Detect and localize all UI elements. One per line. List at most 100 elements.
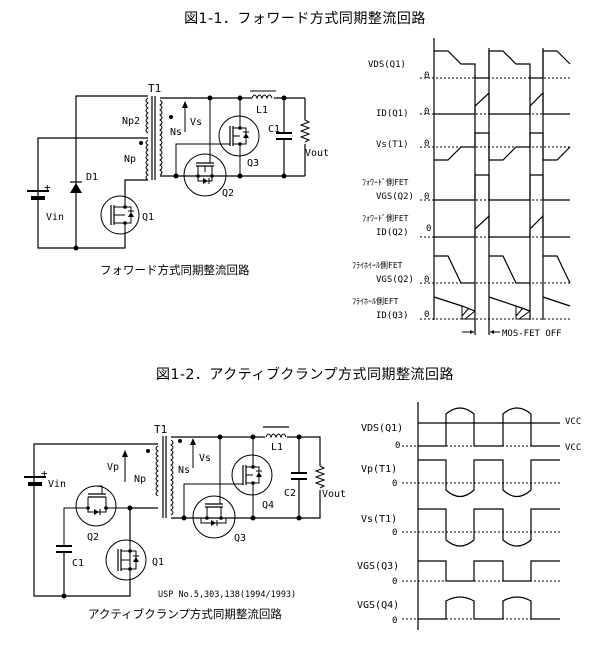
np2-wire <box>75 95 148 248</box>
q1-label: Q1 <box>142 212 154 223</box>
wave-label-vgs-q2: VGS(Q2) <box>376 192 414 202</box>
figure2-circuit-caption: アクティブクランプ方式同期整流回路 <box>88 607 282 621</box>
primary-winding-np <box>155 445 159 497</box>
waveform-id-q1 <box>434 91 570 115</box>
vs-arrowhead <box>190 438 196 445</box>
zero-label: 0 <box>426 224 431 234</box>
forward-circuit: T1 Np2 Np Ns Vs D1 <box>27 82 329 251</box>
wave-label-vgs-q2-flywheel: VGS(Q2) <box>376 275 414 285</box>
load-resistor <box>314 465 326 490</box>
capacitor-c1 <box>56 545 72 596</box>
q1-label: Q1 <box>152 557 164 568</box>
figure2-title: 図1-2．アクティブクランプ方式同期整流回路 <box>156 367 454 383</box>
vin-label: Vin <box>46 212 64 223</box>
vs-label: Vs <box>190 117 202 128</box>
waveform-vs-t1 <box>434 132 571 161</box>
secondary-winding-ns <box>170 439 174 516</box>
secondary-winding-ns <box>159 99 163 176</box>
zero-label: 0 <box>392 528 397 538</box>
q2-label: Q2 <box>87 532 99 543</box>
vin-label: Vin <box>48 479 66 490</box>
l1-label: L1 <box>256 105 268 116</box>
wave-label-vp-t1: Vp(T1) <box>361 464 397 475</box>
np-bottom-wire <box>124 179 148 198</box>
zero-label: 0 <box>424 71 429 81</box>
patent-note: USP No.5,303,138(1994/1993) <box>158 590 297 600</box>
waveform-vp-t1 <box>418 459 560 498</box>
wave-label-forward-fet: ﾌｫﾜｰﾄﾞ側FET <box>362 177 409 187</box>
np2-label: Np2 <box>122 116 140 127</box>
vcc-label-zero: VCC <box>565 443 581 453</box>
wave-label-vs-t1: Vs(T1) <box>376 140 409 150</box>
figure1-title: 図1-1．フォワード方式同期整流回路 <box>184 11 426 27</box>
wave-label-vds-q1: VDS(Q1) <box>368 60 406 70</box>
mosfet-q1 <box>100 195 140 235</box>
waveform-segment <box>489 255 530 284</box>
wave-label-id-q3: ID(Q3) <box>376 311 409 321</box>
primary-winding-np2 <box>145 97 149 134</box>
diode-d1 <box>70 181 82 193</box>
c1-label: C1 <box>72 558 84 569</box>
zero-label: 0 <box>392 616 397 626</box>
forward-waveforms: VDS(Q1) 0 ID(Q1) 0 Vs(T1) 0 ﾌｫﾜｰﾄﾞ側FET V… <box>352 38 571 339</box>
mosfet-q3 <box>175 98 260 176</box>
mosfet-q3 <box>184 437 253 539</box>
zero-label: 0 <box>424 275 429 285</box>
l1-label: L1 <box>271 442 283 453</box>
primary-winding-np <box>145 139 149 181</box>
vs-label: Vs <box>199 453 211 464</box>
primary-bottom-wire <box>129 507 158 540</box>
vin-plus: + <box>44 181 51 194</box>
q4-label: Q4 <box>262 500 274 511</box>
figure1-circuit-caption: フォワード方式同期整流回路 <box>100 263 250 277</box>
mosfet-q4 <box>183 437 273 518</box>
battery-vin <box>24 476 46 486</box>
waveform-vds-q1 <box>418 407 560 447</box>
active-clamp-circuit: T1 Vp Np Vs Ns + Vin <box>24 423 346 599</box>
battery-vin <box>27 186 49 200</box>
vin-loop-wire <box>33 443 158 597</box>
q3-label: Q3 <box>247 158 259 169</box>
capacitor-c2 <box>291 437 307 518</box>
zero-label: 0 <box>392 577 397 587</box>
zero-label: 0 <box>424 192 429 202</box>
ns-label: Ns <box>178 465 190 476</box>
t1-label: T1 <box>154 423 167 436</box>
zero-label: 0 <box>424 139 429 149</box>
np-polarity-dot <box>139 141 143 145</box>
waveform-vgs-q3 <box>418 560 560 582</box>
hatched-region <box>461 306 531 320</box>
inductor-l1 <box>250 90 276 100</box>
waveform-id-q2 <box>434 214 570 238</box>
wave-label-id-q2: ID(Q2) <box>376 228 409 238</box>
zero-label: 0 <box>424 310 429 320</box>
q2-label: Q2 <box>222 188 234 199</box>
ns-polarity-dot <box>169 115 173 119</box>
mosfet-q1 <box>105 539 147 581</box>
inductor-l1 <box>263 426 289 439</box>
wave-label-vgs-q3: VGS(Q3) <box>357 561 399 572</box>
c1-label: C1 <box>268 124 280 135</box>
waveform-vds-q1 <box>434 50 571 79</box>
waveform-segment <box>488 296 531 312</box>
wave-label-vgs-q4: VGS(Q4) <box>357 600 399 611</box>
waveform-vgs-q4 <box>418 596 560 620</box>
waveform-vs-t1 <box>418 508 560 547</box>
mosfet-q2 <box>183 98 227 197</box>
np-polarity-dot <box>146 449 150 453</box>
mos-fet-off-label: MOS-FET OFF <box>502 329 562 339</box>
vcc-label-top: VCC <box>565 417 581 427</box>
vp-label: Vp <box>107 462 119 473</box>
mosfet-q2 <box>63 485 130 545</box>
waveform-vgs-q2-forward <box>434 174 570 201</box>
load-resistor <box>299 119 311 144</box>
t1-label: T1 <box>148 82 161 95</box>
vs-arrowhead <box>182 101 188 108</box>
junction-node <box>73 245 79 251</box>
capacitor-c1 <box>276 98 292 176</box>
waveform-segment <box>543 255 571 284</box>
q3-label: Q3 <box>234 533 246 544</box>
c2-label: C2 <box>284 488 296 499</box>
d1-label: D1 <box>86 172 98 183</box>
